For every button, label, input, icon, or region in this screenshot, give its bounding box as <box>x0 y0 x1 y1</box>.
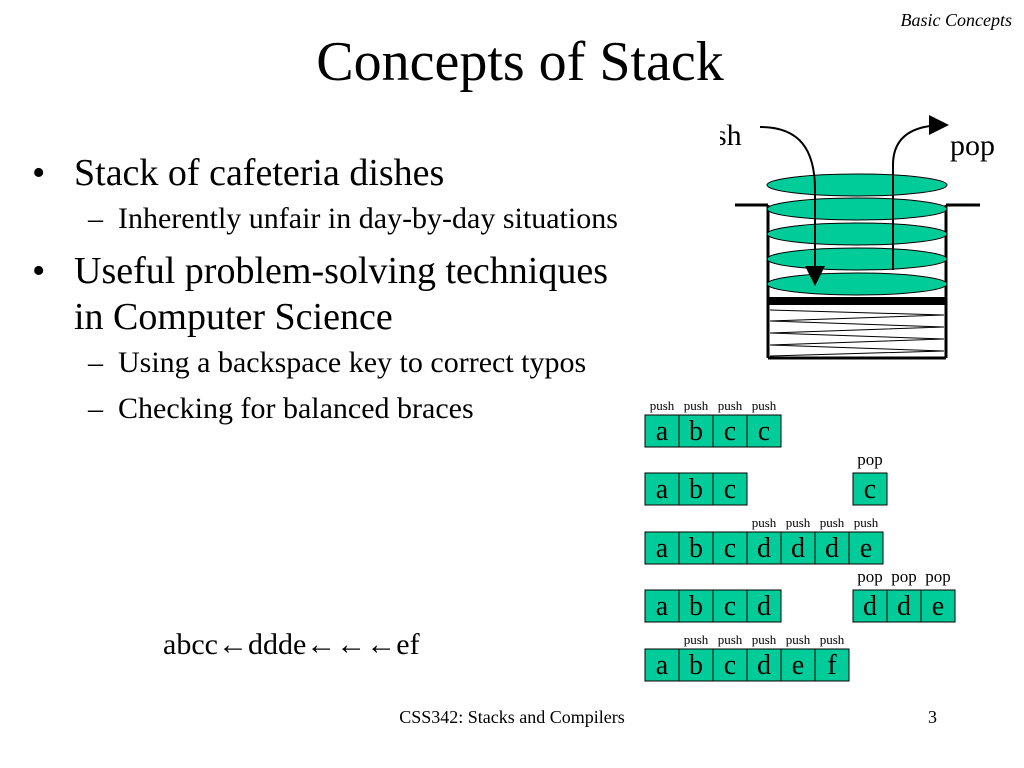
stack-cell <box>644 531 680 565</box>
pop-op-label: pop <box>925 567 951 586</box>
stack-cell <box>746 589 782 623</box>
popped-cell-label: e <box>932 591 944 622</box>
stack-cell-label: a <box>656 650 669 681</box>
example-part: ef <box>396 628 420 661</box>
popped-cell-label: d <box>863 591 877 622</box>
example-part: abcc <box>163 628 218 661</box>
stack-cell-label: c <box>724 474 736 505</box>
stack-cell-label: b <box>689 650 703 681</box>
stack-cell-label: d <box>757 533 771 564</box>
pop-op-label: pop <box>891 567 917 586</box>
popped-cell <box>920 589 956 623</box>
stack-cell-label: e <box>792 650 804 681</box>
stack-cell <box>712 531 748 565</box>
push-label: push <box>720 119 742 152</box>
stack-cell-label: d <box>825 533 839 564</box>
bullet-problem-solving: Useful problem-solving techniques in Com… <box>32 248 642 428</box>
example-part: ddde <box>247 628 307 661</box>
stack-cell <box>678 648 714 682</box>
push-op-label: push <box>684 632 709 647</box>
stack-cell <box>746 414 782 448</box>
plate <box>766 247 948 271</box>
stack-cell-label: d <box>791 533 805 564</box>
backspace-arrow-icon: ← <box>217 628 248 661</box>
stack-cell-label: e <box>860 533 872 564</box>
stack-cell <box>712 472 748 506</box>
sub-bullet: Inherently unfair in day-by-day situatio… <box>74 200 642 238</box>
push-op-label: push <box>820 515 845 530</box>
stack-cell <box>678 531 714 565</box>
backspace-example: abcc←ddde←←←ef <box>163 628 420 662</box>
stack-cell-label: c <box>724 650 736 681</box>
stack-cell <box>848 531 884 565</box>
backspace-arrow-icon: ←←← <box>306 628 397 661</box>
stack-cell-label: a <box>656 474 669 505</box>
stack-cell-label: a <box>656 533 669 564</box>
sub-bullet-list: Using a backspace key to correct typos C… <box>74 344 642 428</box>
stack-cell-label: c <box>758 416 770 447</box>
sub-bullet-list: Inherently unfair in day-by-day situatio… <box>74 200 642 238</box>
stack-cell-label: a <box>656 416 669 447</box>
stack-cell <box>712 589 748 623</box>
stack-cell-label: c <box>724 591 736 622</box>
popped-cell-label: c <box>864 474 876 505</box>
plate <box>766 222 948 246</box>
pop-arrow-icon <box>892 115 949 270</box>
stack-cell <box>746 648 782 682</box>
push-op-label: push <box>718 632 743 647</box>
stack-cell <box>780 531 816 565</box>
pop-label: pop <box>950 129 995 162</box>
stack-cell <box>644 648 680 682</box>
stack-cell <box>644 472 680 506</box>
stack-cell-label: b <box>689 474 703 505</box>
push-op-label: push <box>684 398 709 413</box>
page-number: 3 <box>928 707 937 727</box>
stack-cell-label: b <box>689 591 703 622</box>
stack-cell <box>814 531 850 565</box>
stack-cell-label: b <box>689 416 703 447</box>
push-op-label: push <box>718 398 743 413</box>
stack-cell-label: d <box>757 591 771 622</box>
stack-cell-label: a <box>656 591 669 622</box>
push-op-label: push <box>786 515 811 530</box>
push-op-label: push <box>752 515 777 530</box>
push-op-label: push <box>786 632 811 647</box>
stack-cell-label: b <box>689 533 703 564</box>
push-op-label: push <box>752 632 777 647</box>
push-op-label: push <box>650 398 675 413</box>
plate-stack-diagram: push pop <box>720 115 995 360</box>
bullet-text: Useful problem-solving techniques in Com… <box>74 250 609 338</box>
section-label: Basic Concepts <box>900 10 1012 30</box>
stack-cell-label: c <box>724 416 736 447</box>
stack-cell <box>746 531 782 565</box>
pop-op-label: pop <box>857 450 883 469</box>
sub-bullet: Checking for balanced braces <box>74 390 642 428</box>
sub-bullet: Using a backspace key to correct typos <box>74 344 642 382</box>
push-op-label: push <box>854 515 879 530</box>
stack-cell-label: d <box>757 650 771 681</box>
bullet-cafeteria: Stack of cafeteria dishes Inherently unf… <box>32 150 642 238</box>
stack-cell-label: f <box>827 650 837 681</box>
footer-course: CSS342: Stacks and Compilers <box>399 707 625 727</box>
plate <box>766 272 948 296</box>
bullet-list: Stack of cafeteria dishes Inherently unf… <box>32 150 642 438</box>
stack-cell <box>678 472 714 506</box>
stack-cell <box>780 648 816 682</box>
stack-cell <box>814 648 850 682</box>
popped-cell-label: d <box>897 591 911 622</box>
stack-cell-label: c <box>724 533 736 564</box>
plate <box>766 173 948 197</box>
push-op-label: push <box>820 632 845 647</box>
plate <box>766 197 948 221</box>
popped-cell <box>852 472 888 506</box>
push-arrow-icon <box>759 126 825 286</box>
stack-cell <box>644 414 680 448</box>
pop-op-label: pop <box>857 567 883 586</box>
stack-cell <box>678 589 714 623</box>
bullet-text: Stack of cafeteria dishes <box>74 152 445 194</box>
push-op-label: push <box>752 398 777 413</box>
slide-title: Concepts of Stack <box>316 31 724 93</box>
